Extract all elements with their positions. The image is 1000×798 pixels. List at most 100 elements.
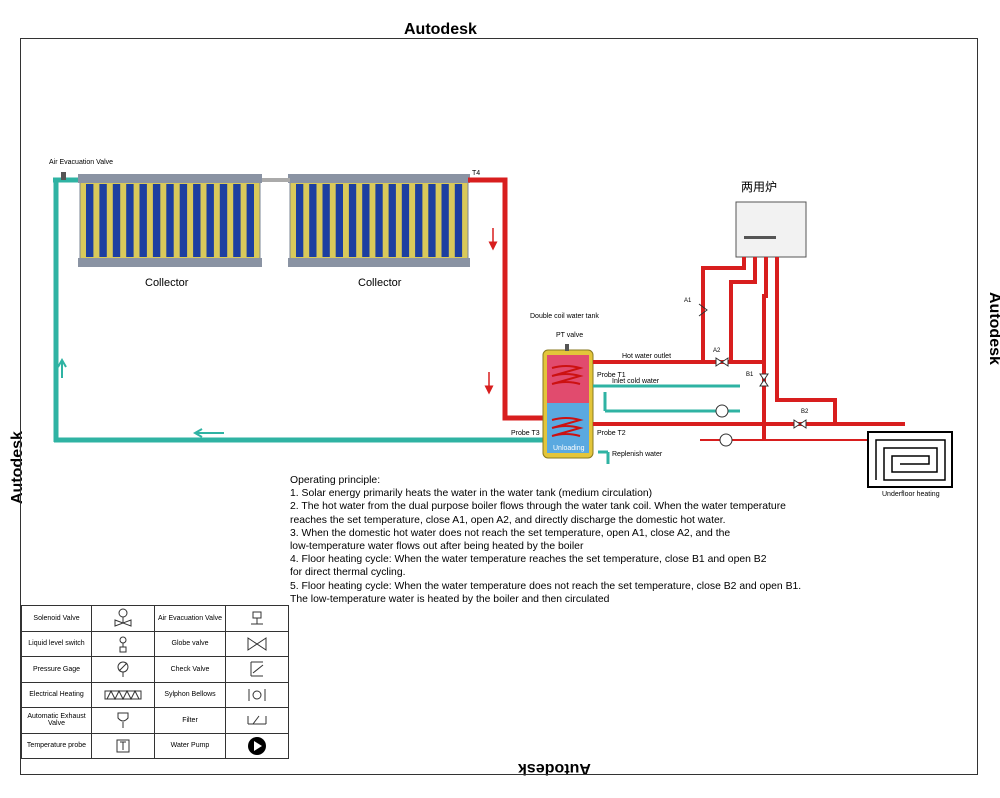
liquid-level-switch-icon	[119, 636, 127, 653]
collector-tube	[335, 184, 343, 257]
collector-tube	[112, 184, 121, 257]
solenoid-valve-icon	[114, 608, 132, 627]
principle-line: low-temperature water flows out after be…	[290, 541, 584, 553]
collector-tube	[309, 184, 317, 257]
collector-tube	[152, 184, 161, 257]
dual-purpose-boiler	[735, 201, 807, 258]
automatic-exhaust-valve-icon	[117, 712, 129, 729]
legend-label: Automatic Exhaust Valve	[21, 707, 92, 734]
collector-tube	[193, 184, 201, 257]
valve-a1-label: A1	[684, 298, 692, 304]
collector-tube	[362, 184, 370, 257]
collector-1-label: Collector	[145, 277, 189, 289]
collector-tube	[296, 184, 304, 257]
flow-arrow-left-icon	[192, 428, 224, 438]
underfloor-heating	[867, 431, 953, 488]
legend-label: Water Pump	[154, 732, 226, 759]
symbol-legend: Solenoid Valve Air Evacuation Valve Liqu…	[21, 605, 289, 759]
principle-line: 4. Floor heating cycle: When the water t…	[290, 554, 767, 566]
inlet-cold-water-label: Inlet cold water	[612, 378, 660, 385]
pt-valve-label: PT valve	[556, 332, 583, 339]
legend-label: Sylphon Bellows	[154, 681, 226, 708]
valve-b1-label: B1	[746, 372, 754, 378]
legend-row: Automatic Exhaust Valve Filter	[21, 707, 289, 734]
valve-a2-label: A2	[713, 348, 721, 354]
collector-tube	[348, 184, 357, 257]
legend-label: Liquid level switch	[21, 630, 92, 657]
drawing-frame	[20, 38, 978, 775]
underfloor-heating-label: Underfloor heating	[882, 491, 940, 498]
collector-tube	[86, 184, 94, 257]
collector-tube	[454, 184, 463, 257]
principle-line: 2. The hot water from the dual purpose b…	[290, 501, 786, 513]
legend-label: Electrical Heating	[21, 681, 92, 708]
collector-1	[78, 174, 262, 267]
legend-label: Check Valve	[154, 656, 226, 683]
legend-label: Pressure Gage	[21, 656, 92, 683]
water-pump-icon	[719, 433, 733, 447]
collector-tube	[401, 184, 410, 257]
boiler-label: 两用炉	[741, 180, 777, 194]
check-valve-icon	[250, 661, 264, 677]
air-evacuation-valve-icon	[251, 611, 263, 625]
principle-line: 3. When the domestic hot water does not …	[290, 527, 731, 539]
probe-t3-label: Probe T3	[511, 430, 540, 437]
collector-2	[288, 174, 470, 267]
principle-line: 5. Floor heating cycle: When the water t…	[290, 580, 802, 592]
legend-row: Liquid level switch Globe valve	[21, 630, 289, 657]
legend-row: Temperature probe Water Pump	[21, 732, 289, 759]
boiler-pipes	[593, 257, 905, 441]
water-pump-icon	[715, 404, 729, 418]
collector-tube	[441, 184, 449, 257]
globe-valve-icon	[759, 373, 769, 387]
collector-tube	[233, 184, 241, 257]
legend-label: Solenoid Valve	[21, 605, 92, 632]
valve-b2-label: B2	[801, 409, 809, 415]
collector-tube	[126, 184, 134, 257]
globe-valve-icon	[793, 419, 807, 429]
legend-row: Electrical Heating Sylphon Bellows	[21, 681, 289, 708]
operating-principle: Operating principle: 1. Solar energy pri…	[290, 474, 850, 606]
collector-tube	[322, 184, 330, 257]
t4-label: T4	[472, 170, 480, 177]
probe-t2-label: Probe T2	[597, 430, 626, 437]
principle-title: Operating principle:	[290, 475, 381, 486]
collector-tube	[415, 184, 423, 257]
principle-line: 1. Solar energy primarily heats the wate…	[290, 488, 653, 500]
electrical-heating-icon	[104, 689, 142, 700]
collector-tube	[375, 184, 383, 257]
tank-label: Double coil water tank	[530, 313, 599, 320]
hot-water-outlet-label: Hot water outlet	[622, 353, 671, 360]
solar-hot-pipe	[468, 177, 548, 421]
probe-t1-label: Probe T1	[597, 372, 626, 379]
collector-tube	[139, 184, 147, 257]
globe-valve-icon	[715, 357, 729, 367]
collector-tube	[99, 184, 107, 257]
legend-label: Globe valve	[154, 630, 226, 657]
cold-return-pipe	[53, 177, 544, 443]
collector-tube	[428, 184, 436, 257]
replenish-water-label: Replenish water	[612, 451, 663, 458]
air-evacuation-valve-label: Air Evacuation Valve	[49, 159, 113, 166]
principle-line: reaches the set temperature, close A1, o…	[290, 514, 726, 526]
filter-icon	[247, 715, 267, 725]
collector-tube	[206, 184, 214, 257]
collector-tube	[246, 184, 254, 257]
check-valve-icon	[698, 303, 708, 317]
principle-line: The low-temperature water is heated by t…	[290, 593, 610, 605]
pressure-gage-icon	[117, 661, 129, 678]
legend-row: Solenoid Valve Air Evacuation Valve	[21, 605, 289, 632]
air-evacuation-valve-icon	[61, 172, 66, 180]
collector-tube	[219, 184, 228, 257]
principle-line: for direct thermal cycling.	[290, 567, 406, 579]
legend-label: Temperature probe	[21, 732, 92, 759]
collector-2-label: Collector	[358, 277, 402, 289]
double-coil-water-tank	[542, 344, 594, 459]
collector-tube	[166, 184, 174, 257]
globe-valve-icon	[247, 636, 267, 651]
unloading-label: Unloading	[553, 445, 585, 452]
flow-arrow-up-icon	[57, 357, 67, 378]
legend-label: Air Evacuation Valve	[154, 605, 226, 632]
collector-tube	[179, 184, 188, 257]
